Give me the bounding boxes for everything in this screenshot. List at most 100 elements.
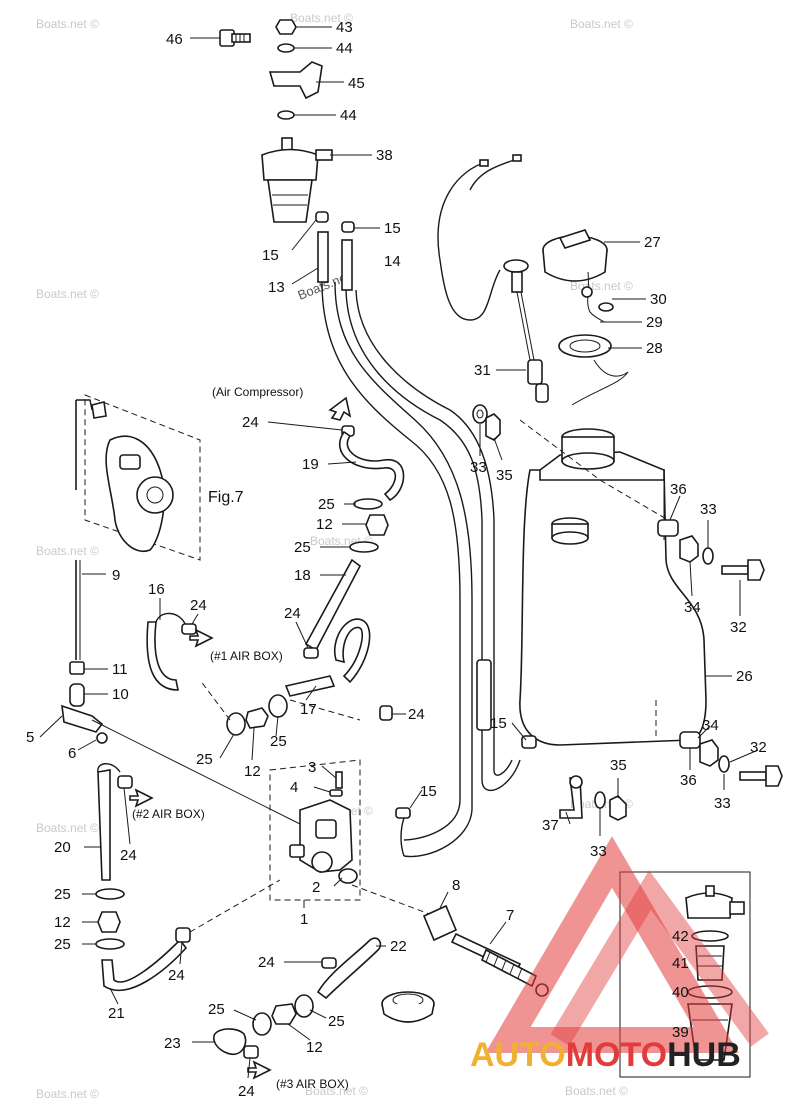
bracket-45-icon [268,61,323,100]
clip-24-icon [117,775,133,789]
hose-17-icon [284,675,336,697]
clip-25-icon [268,694,288,718]
o-ring-2-icon [338,868,358,884]
callout-24: 24 [168,967,185,984]
callout-35: 35 [496,467,513,484]
note-air-compressor: (Air Compressor) [212,385,303,399]
callout-7: 7 [506,907,514,924]
callout-25: 25 [328,1013,345,1030]
clip-24-icon [303,647,319,659]
callout-26: 26 [736,668,753,685]
watermark-text: Boats.net © [36,287,99,301]
bolt-46-icon [219,29,251,47]
callout-8: 8 [452,877,460,894]
callout-11: 11 [112,661,128,678]
watermark-text: Boats.net © [570,17,633,31]
callout-3: 3 [308,759,316,776]
fuel-lines [321,281,521,858]
callout-38: 38 [376,147,393,164]
callout-12: 12 [54,914,71,931]
callout-41: 41 [672,955,689,972]
clip-24-icon [321,957,337,969]
callout-1: 1 [300,911,308,928]
bolt-32-icon [721,559,765,581]
callout-33: 33 [714,795,731,812]
linkage-rod-assembly [61,399,301,825]
clip-25-icon [349,541,379,553]
watermark-text: Boats.net © [36,821,99,835]
nut-11-icon [69,661,85,675]
callout-15: 15 [420,783,437,800]
callout-25: 25 [54,886,71,903]
callout-17: 17 [300,701,317,718]
figure-label: Fig.7 [208,489,244,506]
tank-cap-assembly [542,229,629,406]
air-flow-arrows [129,396,352,1080]
clip-15-icon [341,221,355,233]
callout-44: 44 [336,40,353,57]
collar-36-icon [657,519,679,537]
callout-25: 25 [270,733,287,750]
hose-14-icon [341,239,353,291]
callout-16: 16 [148,581,165,598]
clip-25-icon [226,712,246,736]
arrow-right-icon [189,628,214,648]
callout-12: 12 [306,1039,323,1056]
brand-part-auto: AUTO [470,1036,566,1074]
note-air-box-3: (#3 AIR BOX) [276,1077,349,1091]
watermark-text: Boats.net © [305,1084,368,1098]
callout-14: 14 [384,253,401,270]
callout-24: 24 [190,597,207,614]
callout-44: 44 [340,107,357,124]
callout-13: 13 [268,279,285,296]
washer-6-icon [96,732,108,744]
callout-18: 18 [294,567,311,584]
logo-triangle-icon [485,836,739,1053]
callout-46: 46 [166,31,183,48]
fig7-inset: Fig.7 [84,394,244,561]
callout-35: 35 [610,757,627,774]
callout-15: 15 [384,220,401,237]
washer-44-icon [277,43,295,53]
callout-25: 25 [318,496,335,513]
callout-29: 29 [646,314,663,331]
clip-24-icon [243,1045,259,1059]
callout-24: 24 [408,706,425,723]
callout-23: 23 [164,1035,181,1052]
oil-hoses [95,425,405,1059]
callout-21: 21 [108,1005,125,1022]
callout-labels: 46 43 44 45 44 38 15 15 13 14 27 30 29 2… [26,19,767,1100]
washer-33-icon [594,791,606,809]
callout-39: 39 [672,1024,689,1041]
clip-25-icon [95,938,125,950]
callout-33: 33 [470,459,487,476]
hose-13-icon [317,231,329,283]
hose-20-icon [97,769,111,881]
callout-33: 33 [700,501,717,518]
callout-4: 4 [290,779,298,796]
callout-32: 32 [730,619,747,636]
callout-24: 24 [284,605,301,622]
callout-37: 37 [542,817,559,834]
washer-44-icon [277,110,295,120]
callout-24: 24 [258,954,275,971]
callout-42: 42 [672,928,689,945]
clip-25-icon [252,1012,272,1036]
washer-33-icon [702,547,714,565]
bolt-32-icon [739,765,783,787]
clip-15-icon [395,807,411,819]
hose-16-icon [146,621,179,691]
callout-6: 6 [68,745,76,762]
clip-24-icon [175,927,191,943]
check-valve-12-icon [97,911,121,933]
watermark-text: Boats.net © [36,1087,99,1101]
callout-15: 15 [490,715,507,732]
callout-19: 19 [302,456,319,473]
callout-12: 12 [316,516,333,533]
callout-24: 24 [120,847,137,864]
callout-20: 20 [54,839,71,856]
callout-34: 34 [684,599,701,616]
check-valve-12-icon [271,1003,297,1025]
mount-35-icon [485,413,501,441]
